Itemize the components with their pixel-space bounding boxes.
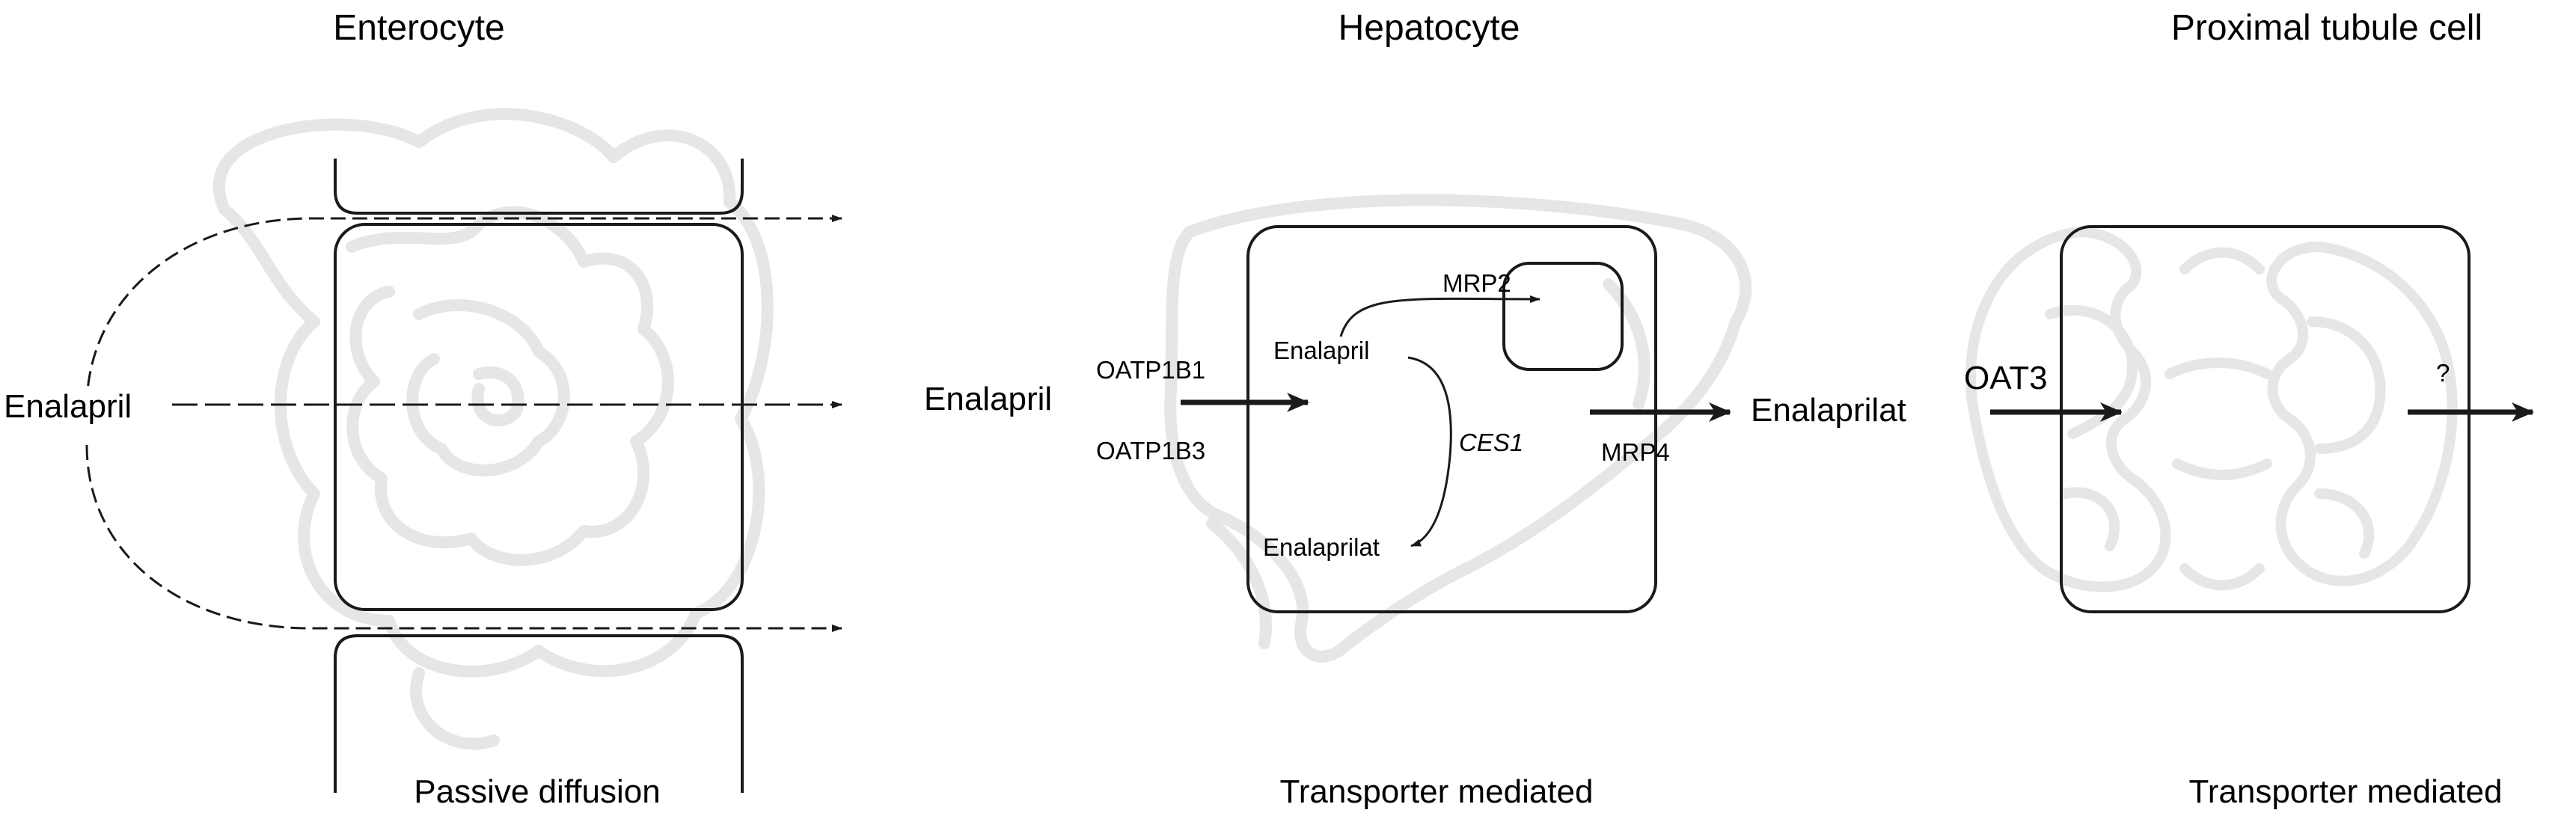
bile-canaliculus [1502,262,1624,371]
proximal-tubule-cell [2060,225,2471,613]
lower-paracellular-route [85,444,842,632]
enterocyte-drug-label: Enalapril [4,388,132,425]
intracellular-enalapril-label: Enalapril [1273,337,1369,364]
mrp2-efflux-arrow [1339,295,1541,337]
hepatocyte-title: Hepatocyte [1339,8,1520,48]
unknown-efflux-label: ? [2436,359,2450,387]
liver-icon [1164,194,1752,663]
proximal-tubule-title: Proximal tubule cell [2171,8,2482,48]
oat3-label: OAT3 [1964,360,2048,396]
oatp1b1-label: OATP1B1 [1096,356,1205,384]
hepatocyte-caption: Transporter mediated [1279,773,1593,810]
mrp4-label: MRP4 [1601,438,1670,466]
lower-neighbor-cell [334,634,744,793]
hepatocyte-input-label: Enalapril [924,381,1052,417]
upper-neighbor-cell [334,159,744,215]
enterocyte-caption: Passive diffusion [414,773,660,810]
mrp2-label: MRP2 [1443,269,1511,297]
proximal-tubule-caption: Transporter mediated [2188,773,2502,810]
kidney-icon [1965,227,2458,592]
enterocyte-title: Enterocyte [333,8,504,48]
hepatocyte-output-label: Enalaprilat [1751,392,1906,429]
intracellular-enalaprilat-label: Enalaprilat [1263,533,1380,561]
upper-paracellular-route [85,215,842,408]
enterocyte-cell [334,223,744,611]
oatp1b3-label: OATP1B3 [1096,437,1205,464]
hepatocyte-cell [1246,225,1657,613]
ces1-hydrolysis-arrow [1407,356,1452,547]
ces1-label: CES1 [1459,429,1523,456]
intestine-icon [212,108,774,750]
